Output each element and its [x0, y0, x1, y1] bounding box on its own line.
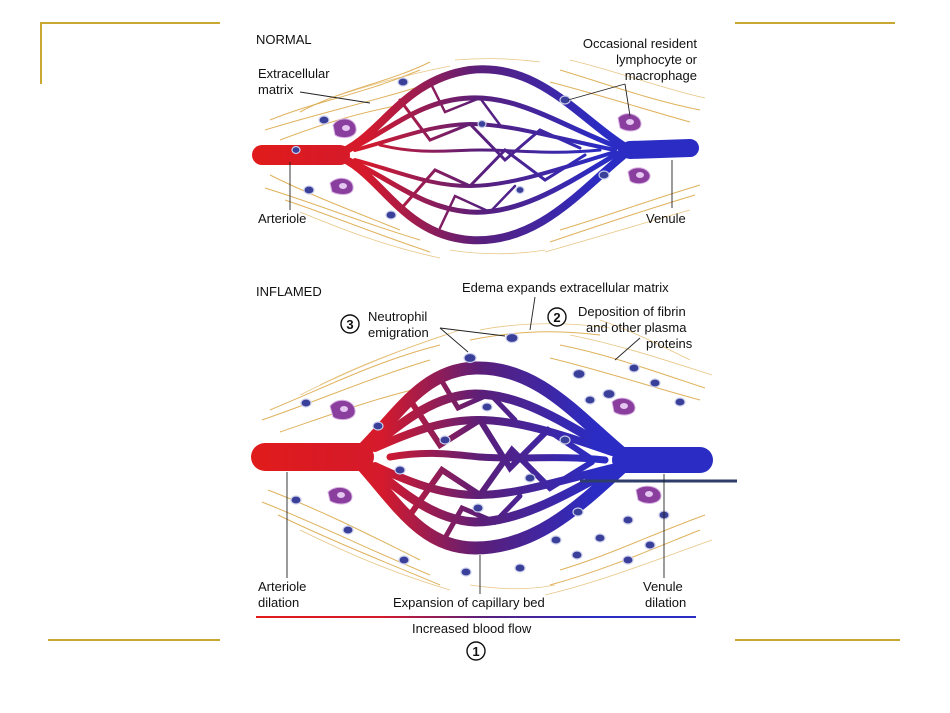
normal-resident-cells: [291, 77, 651, 220]
neutrophil: [460, 567, 472, 577]
neutrophil-label-line2: emigration: [368, 325, 429, 340]
badge-3: 3: [340, 314, 360, 334]
fibrin-label-line3: proteins: [646, 336, 693, 351]
lymphocyte: [477, 119, 487, 129]
neutrophil: [514, 563, 526, 573]
lymphocyte: [291, 145, 301, 155]
resident-leader-1: [567, 83, 626, 101]
lymphocyte: [397, 77, 409, 87]
lymphocyte: [515, 185, 525, 195]
neutrophil: [584, 395, 596, 405]
neutrophil: [572, 368, 586, 380]
neutrophil: [372, 421, 384, 431]
venule-dilation-label-line1: Venule: [643, 579, 683, 594]
arteriole-label: Arteriole: [258, 211, 306, 226]
resident-label-line1: Occasional resident: [583, 36, 698, 51]
bottom-right-rule: [735, 639, 900, 641]
inflamed-panel: INFLAMED: [251, 280, 737, 661]
neutrophil: [481, 402, 493, 412]
inflamed-cells: [290, 332, 686, 577]
neutrophil: [594, 533, 606, 543]
badge-1-number: 1: [472, 644, 479, 659]
neutrophil: [300, 398, 312, 408]
capillary-expansion-label: Expansion of capillary bed: [393, 595, 545, 610]
arteriole-dilation-label-line2: dilation: [258, 595, 299, 610]
neutrophil: [628, 363, 640, 373]
bottom-left-rule: [48, 639, 220, 641]
blood-flow-label: Increased blood flow: [412, 621, 532, 636]
lymphocyte: [598, 170, 610, 180]
fibrin-label-line2: and other plasma: [586, 320, 687, 335]
resident-label-line2: lymphocyte or: [616, 52, 698, 67]
neutrophil: [342, 525, 354, 535]
neutrophil-leader-2: [439, 327, 506, 337]
left-vertical-rule: [40, 22, 42, 84]
arteriole-dilation-label-line1: Arteriole: [258, 579, 306, 594]
neutrophil: [571, 550, 583, 560]
inflamed-heading: INFLAMED: [256, 284, 322, 299]
neutrophil: [394, 465, 406, 475]
resident-label-line3: macrophage: [625, 68, 697, 83]
extracellular-matrix-leader: [299, 91, 371, 104]
badge-2: 2: [547, 307, 567, 327]
neutrophil: [622, 555, 634, 565]
edema-leader: [529, 296, 536, 331]
venule-dilation-label-line2: dilation: [645, 595, 686, 610]
neutrophil: [572, 507, 584, 517]
neutrophil: [290, 495, 302, 505]
lymphocyte: [303, 185, 315, 195]
neutrophil: [398, 555, 410, 565]
extracellular-matrix-label-line1: Extracellular: [258, 66, 330, 81]
venule-label: Venule: [646, 211, 686, 226]
neutrophil: [524, 473, 536, 483]
neutrophil: [649, 378, 661, 388]
neutrophil: [439, 435, 451, 445]
inflamed-vessel-network: [251, 361, 713, 555]
neutrophil: [602, 388, 616, 400]
badge-3-number: 3: [346, 317, 353, 332]
neutrophil-leader-1: [439, 327, 469, 353]
edema-label: Edema expands extracellular matrix: [462, 280, 669, 295]
normal-vessel-network: [252, 65, 699, 245]
neutrophil: [644, 540, 656, 550]
normal-panel: NORMAL: [252, 32, 706, 259]
neutrophil: [674, 397, 686, 407]
neutrophil-label-line1: Neutrophil: [368, 309, 427, 324]
fibrin-label-line1: Deposition of fibrin: [578, 304, 686, 319]
lymphocyte: [559, 95, 571, 105]
neutrophil: [505, 332, 519, 344]
top-left-rule: [40, 22, 220, 24]
neutrophil: [559, 435, 571, 445]
top-right-rule: [735, 22, 895, 24]
neutrophil: [622, 515, 634, 525]
extracellular-matrix-label-line2: matrix: [258, 82, 294, 97]
neutrophil: [463, 352, 477, 364]
neutrophil: [472, 503, 484, 513]
fibrin-leader: [614, 337, 641, 361]
lymphocyte: [385, 210, 397, 220]
badge-1: 1: [466, 641, 486, 661]
normal-heading: NORMAL: [256, 32, 312, 47]
resident-leader-2: [624, 83, 631, 117]
lymphocyte: [318, 115, 330, 125]
badge-2-number: 2: [553, 310, 560, 325]
neutrophil: [550, 535, 562, 545]
normal-matrix-fibers: [264, 58, 706, 259]
